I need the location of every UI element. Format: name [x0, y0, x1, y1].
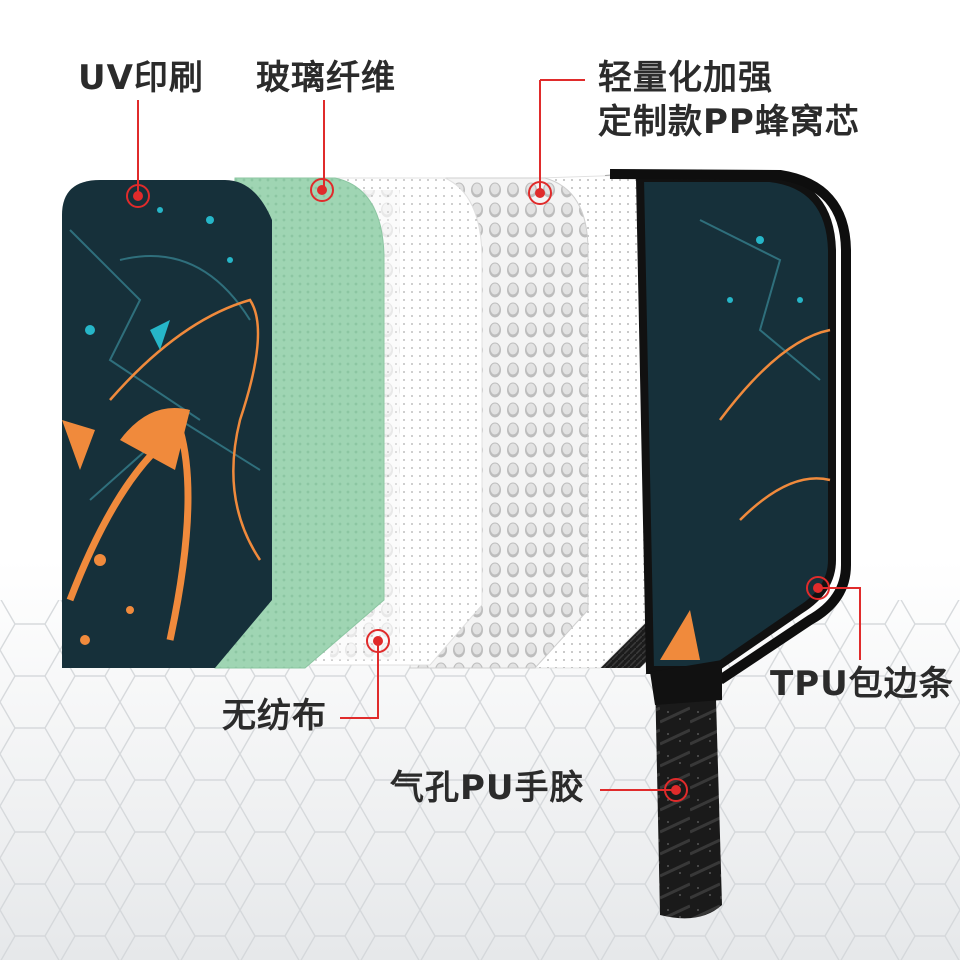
core-label-line2: 定制款PP蜂窝芯 [598, 102, 860, 143]
nonwoven-label: 无纺布 [222, 696, 327, 737]
assembled-paddle [640, 178, 832, 670]
uv-print-face [62, 180, 272, 668]
glass-fiber-label: 玻璃纤维 [256, 58, 396, 99]
core-label-line1: 轻量化加强 [598, 58, 773, 99]
uv-print-label: UV印刷 [78, 58, 204, 99]
edge-guard-label: TPU包边条 [770, 664, 954, 705]
grip-label: 气孔PU手胶 [390, 768, 585, 809]
